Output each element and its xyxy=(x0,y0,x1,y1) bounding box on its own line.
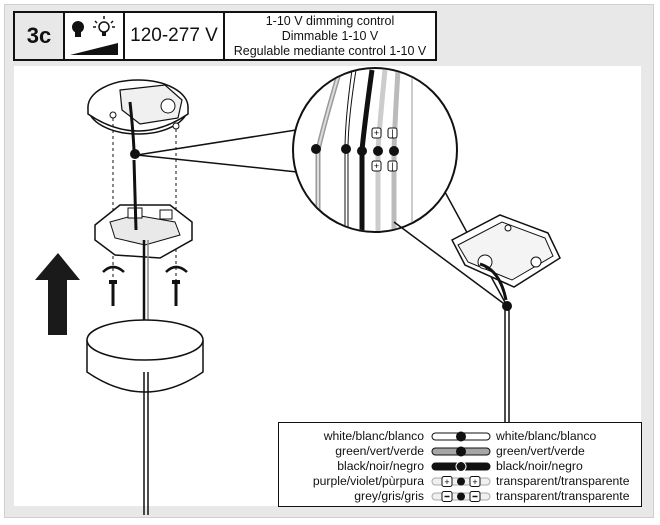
legend-row-grey: grey/gris/gris transparent/transparente xyxy=(279,489,641,504)
svg-text:+: + xyxy=(374,128,379,138)
voltage-label: 120-277 V xyxy=(125,13,225,59)
dimmer-light-icon xyxy=(93,16,115,36)
legend-right-label: black/noir/negro xyxy=(496,459,583,473)
legend-left-label: green/vert/verde xyxy=(335,444,424,458)
svg-text:|: | xyxy=(391,128,393,138)
wire-legend: white/blanc/blanco white/blanc/blanco gr… xyxy=(278,422,642,507)
wire-connector-black xyxy=(431,461,491,472)
wire-connector-purple: + + xyxy=(431,476,491,487)
wire-connector-white xyxy=(431,431,491,442)
wire-connector-green xyxy=(431,446,491,457)
mounting-screws xyxy=(102,265,188,306)
light-fixture xyxy=(86,319,204,515)
junction-box xyxy=(450,214,561,422)
svg-text:+: + xyxy=(374,161,379,171)
dimming-line-fr: Dimmable 1-10 V xyxy=(281,28,379,43)
mounting-bracket xyxy=(94,159,193,325)
up-arrow-icon xyxy=(35,253,80,335)
legend-left-label: grey/gris/gris xyxy=(354,489,424,503)
magnified-wire-view: + | + | xyxy=(136,67,508,307)
svg-text:|: | xyxy=(391,161,393,171)
dimming-line-es: Regulable mediante control 1-10 V xyxy=(233,43,427,58)
bulb-icon xyxy=(72,21,84,37)
rotate-arrow-icon xyxy=(102,265,125,273)
legend-row-white: white/blanc/blanco white/blanc/blanco xyxy=(279,429,641,444)
dimming-description: 1-10 V dimming control Dimmable 1-10 V R… xyxy=(225,13,435,59)
dimming-line-en: 1-10 V dimming control xyxy=(265,13,395,28)
dimming-icons xyxy=(65,13,125,59)
legend-row-purple: purple/violet/pùrpura + + transparent/tr… xyxy=(279,474,641,489)
legend-left-label: white/blanc/blanco xyxy=(323,429,424,443)
legend-right-label: white/blanc/blanco xyxy=(496,429,597,443)
ceiling-canopy xyxy=(87,79,189,300)
legend-left-label: purple/violet/pùrpura xyxy=(312,474,424,488)
step-number: 3c xyxy=(15,13,65,59)
legend-row-black: black/noir/negro black/noir/negro xyxy=(279,459,641,474)
wire-connector-grey xyxy=(431,491,491,502)
legend-right-label: transparent/transparente xyxy=(496,489,630,503)
legend-left-label: black/noir/negro xyxy=(337,459,424,473)
dimming-ramp-icon xyxy=(70,43,118,55)
legend-row-green: green/vert/verde green/vert/verde xyxy=(279,444,641,459)
legend-right-label: transparent/transparente xyxy=(496,474,630,488)
svg-text:+: + xyxy=(444,477,449,487)
legend-right-label: green/vert/verde xyxy=(496,444,585,458)
step-header: 3c 120-277 V 1-10 V dimming control Dimm… xyxy=(13,11,437,61)
svg-text:+: + xyxy=(472,477,477,487)
